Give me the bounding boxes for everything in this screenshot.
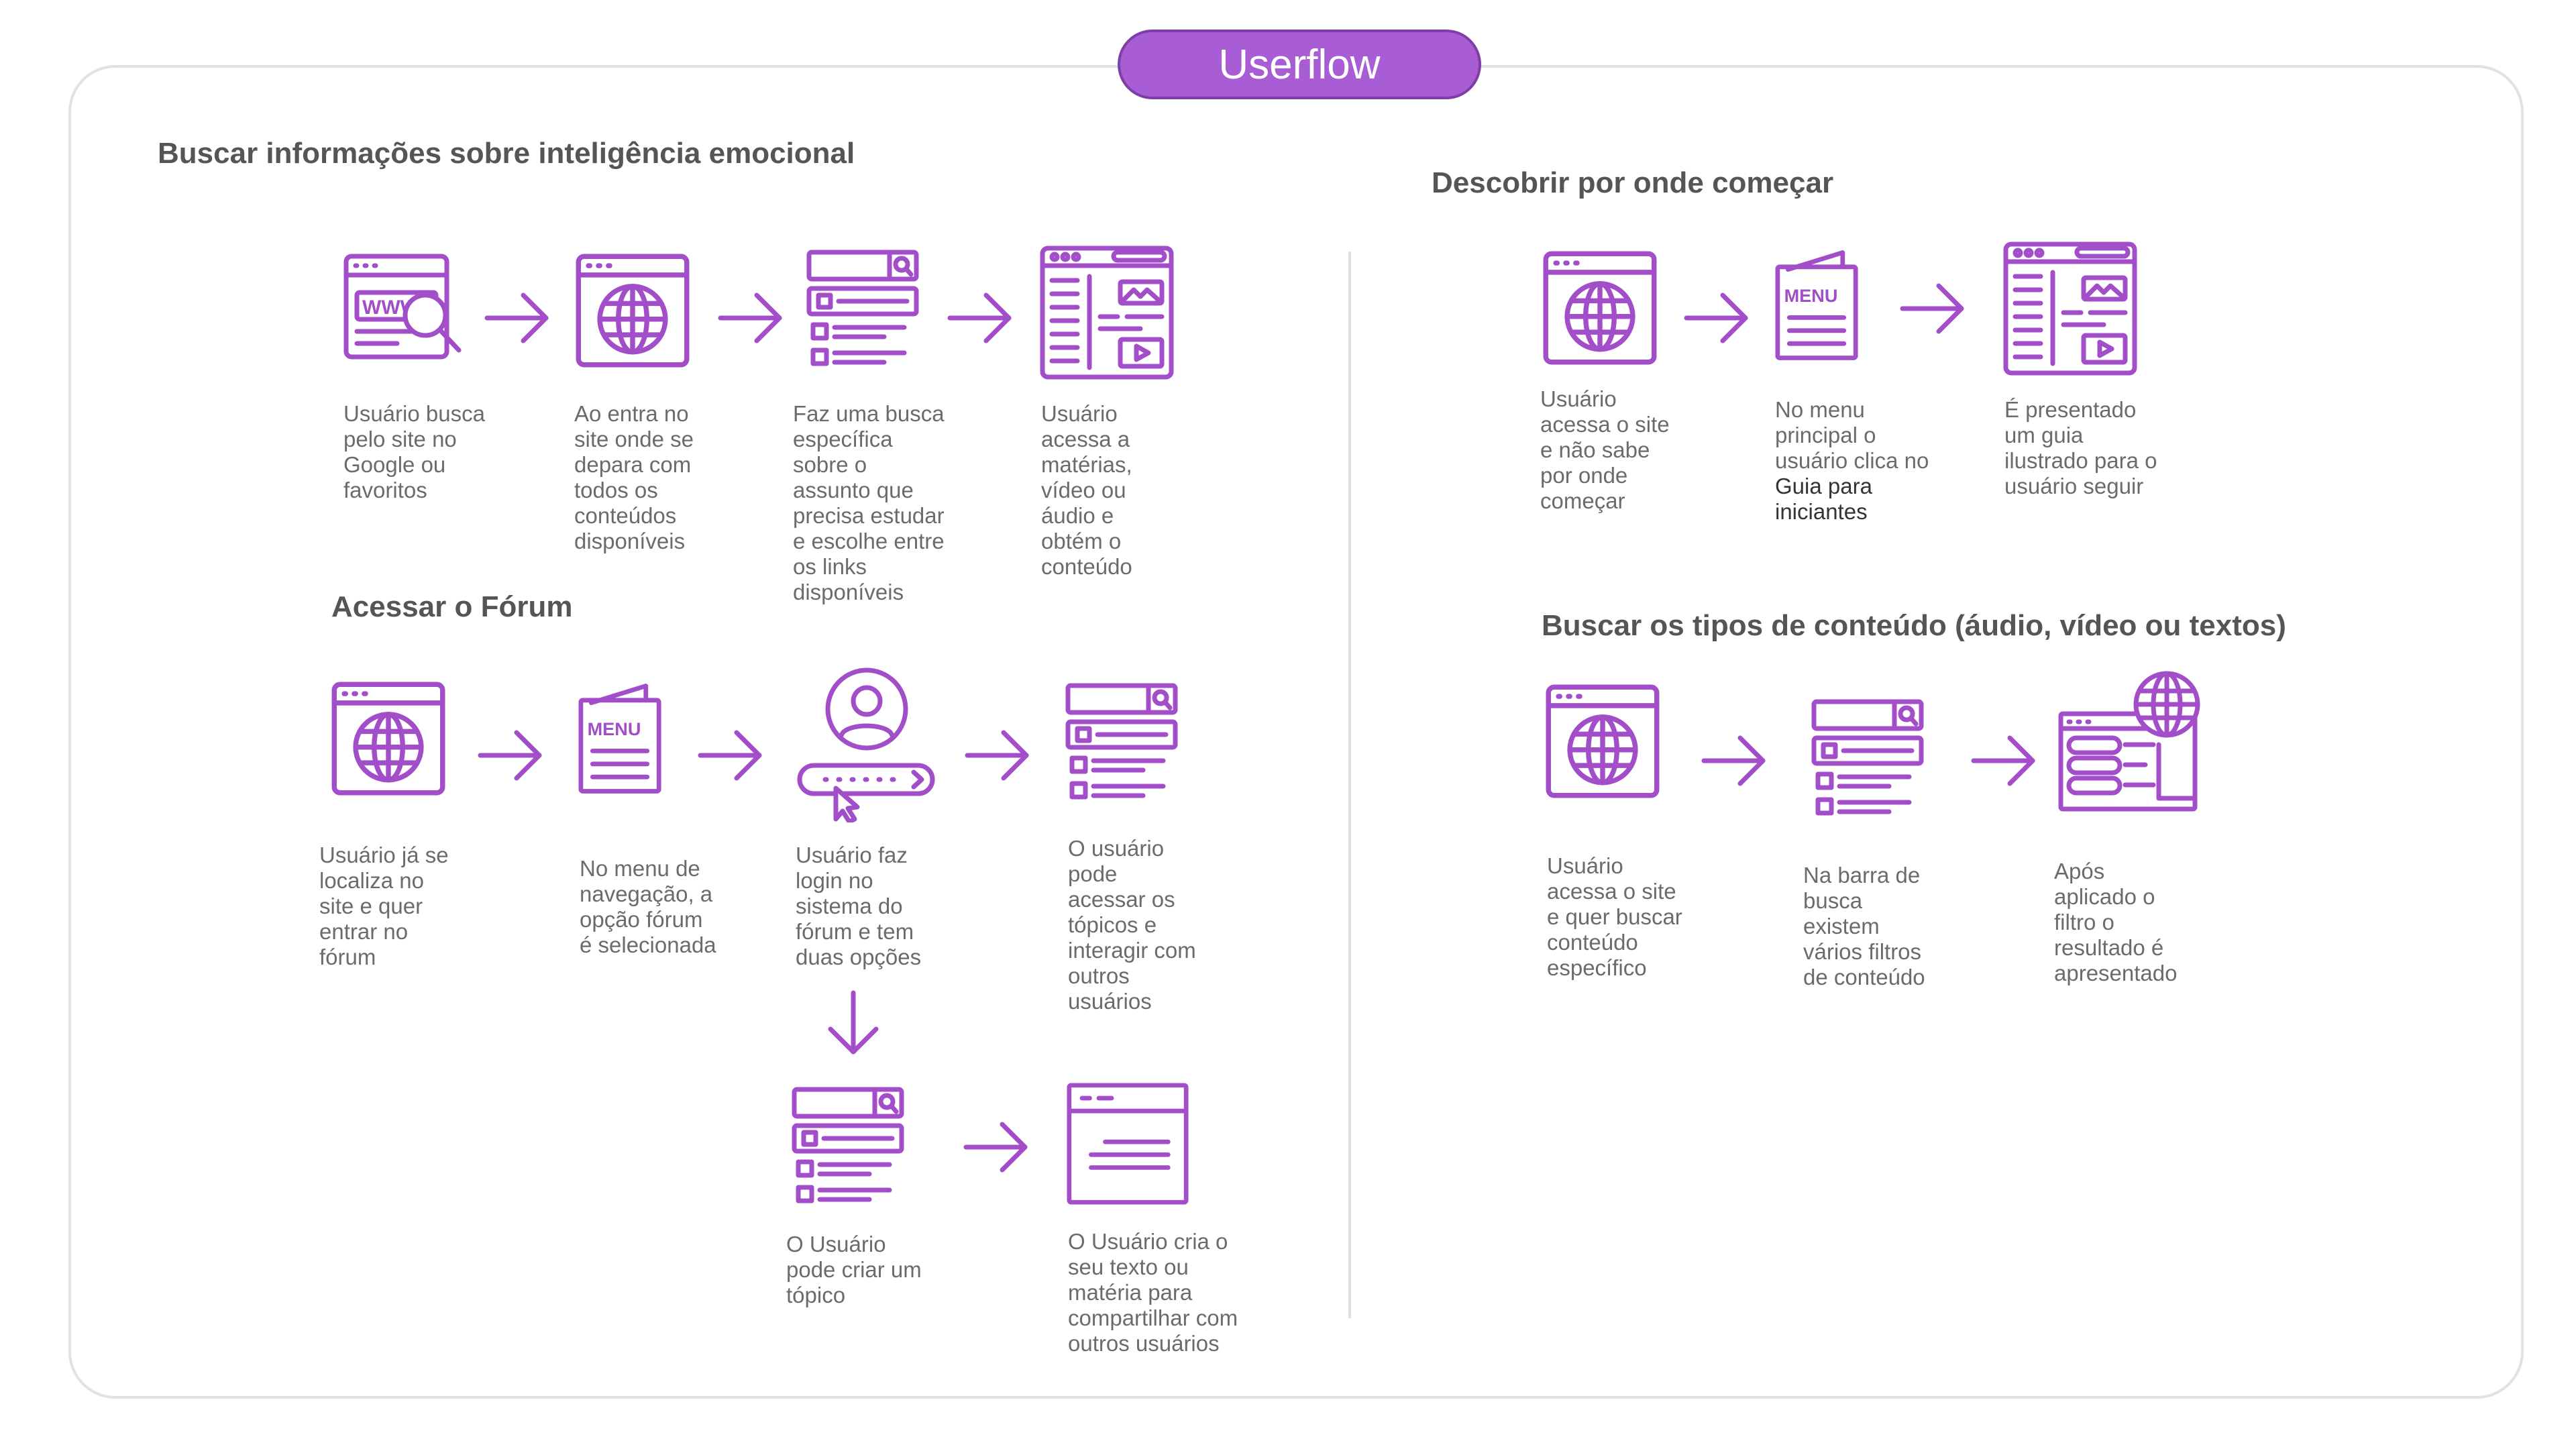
globe-browser-icon — [576, 254, 690, 368]
globe-browser-icon — [331, 682, 445, 796]
arrow-right-icon — [1900, 282, 1967, 335]
user-login-icon — [796, 667, 936, 822]
content-page-icon — [2003, 241, 2137, 376]
search-results-icon — [806, 248, 920, 372]
arrow-right-icon — [484, 291, 551, 345]
arrow-right-icon — [1701, 734, 1768, 788]
globe-browser-icon — [1543, 251, 1657, 365]
search-results-icon — [1065, 682, 1179, 805]
search-results-icon — [1811, 698, 1925, 821]
menu-icon — [1775, 248, 1860, 362]
section-title-acessar-forum: Acessar o Fórum — [331, 590, 573, 623]
arrow-right-icon — [965, 729, 1032, 782]
section-title-buscar-tipos: Buscar os tipos de conteúdo (áudio, víde… — [1542, 609, 2286, 642]
arrow-right-icon — [1971, 734, 2038, 788]
server-globe-icon — [2058, 671, 2206, 812]
search-results-icon — [792, 1085, 906, 1209]
arrow-right-icon — [698, 729, 765, 782]
section-divider — [1348, 252, 1351, 1318]
content-page-icon — [1040, 246, 1174, 380]
arrow-right-icon — [1684, 291, 1751, 345]
web-search-icon — [343, 254, 464, 361]
menu-icon — [578, 682, 663, 796]
arrow-right-icon — [478, 729, 545, 782]
section-title-descobrir: Descobrir por onde começar — [1432, 166, 1834, 199]
globe-browser-icon — [1546, 684, 1660, 798]
arrow-right-icon — [718, 291, 785, 345]
section-title-buscar-informacoes: Buscar informações sobre inteligência em… — [158, 137, 855, 170]
arrow-right-icon — [947, 291, 1014, 345]
arrow-down-icon — [826, 990, 880, 1057]
page-title: Userflow — [1118, 30, 1481, 99]
text-editor-icon — [1067, 1083, 1189, 1205]
arrow-right-icon — [963, 1120, 1030, 1174]
